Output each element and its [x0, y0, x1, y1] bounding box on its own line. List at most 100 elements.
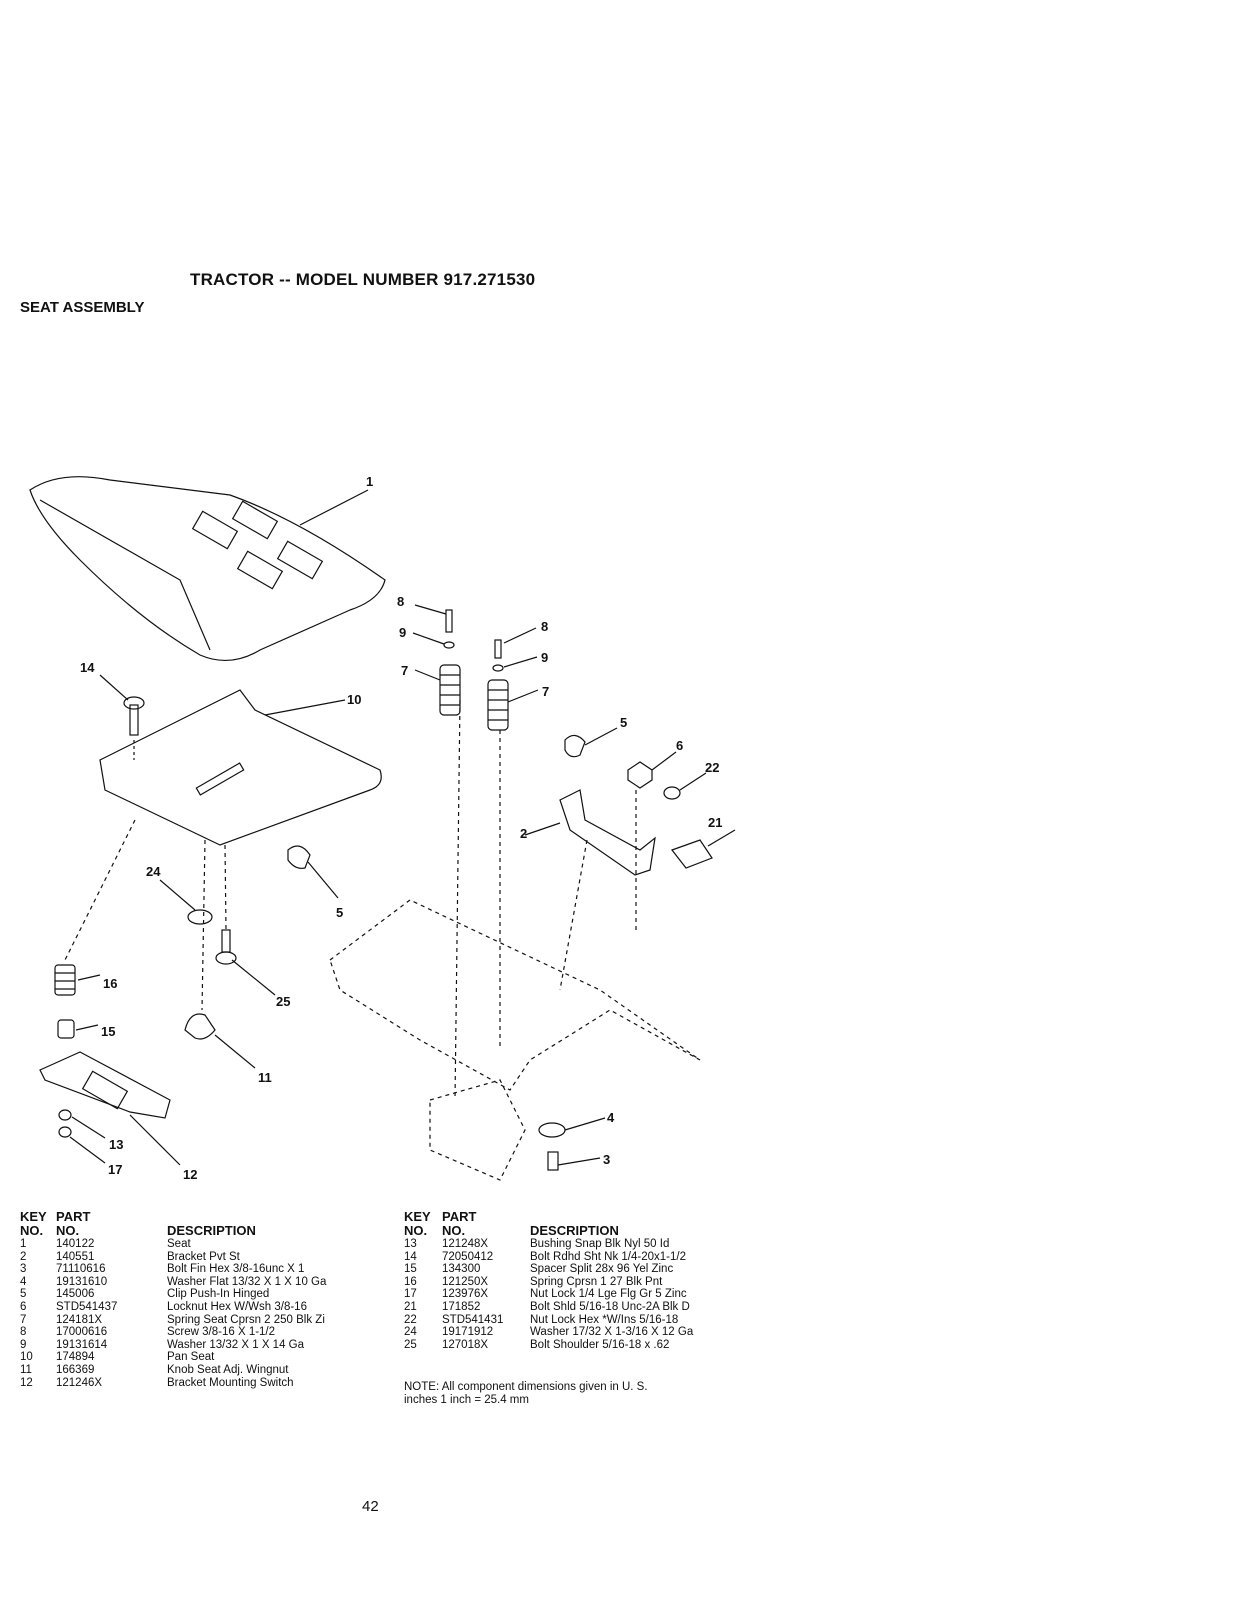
description: Knob Seat Adj. Wingnut: [167, 1363, 289, 1376]
callout-4: 4: [607, 1110, 615, 1125]
table-header-row-1: KEY PART: [404, 1209, 477, 1224]
part-no: 72050412: [442, 1250, 494, 1263]
knob-11-part: [184, 1013, 216, 1040]
description: Screw 3/8-16 X 1-1/2: [167, 1326, 276, 1339]
part-no: 166369: [56, 1363, 95, 1376]
key-no: 15: [404, 1263, 417, 1276]
part-no: 121246X: [56, 1376, 103, 1389]
spring-16-part: [54, 964, 76, 996]
callout-24: 24: [146, 864, 161, 879]
key-no: 9: [20, 1338, 27, 1351]
section-title: SEAT ASSEMBLY: [20, 299, 145, 316]
note-line-2: inches 1 inch = 25.4 mm: [404, 1394, 529, 1406]
callout-8a: 8: [397, 594, 404, 609]
callout-9b: 9: [541, 650, 548, 665]
dimension-note: NOTE: All component dimensions given in …: [404, 1381, 744, 1407]
bolt-21-part: [671, 839, 713, 869]
key-no: 11: [20, 1363, 32, 1376]
key-no: 12: [20, 1376, 33, 1389]
description: Bolt Fin Hex 3/8-16unc X 1: [167, 1263, 305, 1276]
bolt-3-part: [547, 1151, 559, 1171]
page-title: TRACTOR -- MODEL NUMBER 917.271530: [190, 270, 536, 289]
table-row: 14 72050412 Bolt Rdhd Sht Nk 1/4-20x1-1/2: [404, 1251, 744, 1264]
clip-5-part: [564, 734, 586, 758]
description: Washer 17/32 X 1-3/16 X 12 Ga: [530, 1326, 694, 1339]
key-no: 24: [404, 1326, 417, 1339]
key-no: 17: [404, 1288, 417, 1301]
callout-5a: 5: [620, 715, 627, 730]
part-no: 124181X: [56, 1313, 103, 1326]
key-no: 25: [404, 1338, 417, 1351]
seat-part: [29, 476, 386, 662]
key-no: 5: [20, 1288, 27, 1301]
callout-2: 2: [520, 826, 527, 841]
clip-5-lower-part: [287, 845, 311, 869]
callout-22: 22: [705, 760, 719, 775]
exploded-diagram: 1 8 9 8 9 7 7 14 10 5 6 22 21 2 24 5 16 …: [29, 474, 736, 1182]
table-row: 11 166369 Knob Seat Adj. Wingnut: [20, 1364, 400, 1377]
part-no: 19171912: [442, 1326, 494, 1339]
key-no: 10: [20, 1351, 33, 1364]
key-no: 2: [20, 1250, 27, 1263]
bolt-25-part: [221, 929, 231, 953]
spacer-15-part: [57, 1019, 75, 1039]
description: Bolt Rdhd Sht Nk 1/4-20x1-1/2: [530, 1250, 686, 1263]
part-no: 19131614: [56, 1338, 108, 1351]
description: Bracket Mounting Switch: [167, 1376, 294, 1389]
table-row: 15 134300 Spacer Split 28x 96 Yel Zinc: [404, 1263, 744, 1276]
frame-part: [329, 899, 701, 1091]
part-no: STD541431: [442, 1313, 504, 1326]
locknut-6-part: [627, 761, 653, 789]
callout-1: 1: [366, 474, 373, 489]
table-row: 4 19131610 Washer Flat 13/32 X 1 X 10 Ga: [20, 1276, 400, 1289]
description: Bushing Snap Blk Nyl 50 Id: [530, 1238, 670, 1250]
part-no: 19131610: [56, 1275, 108, 1288]
part-no: 121250X: [442, 1275, 489, 1288]
description: Spacer Split 28x 96 Yel Zinc: [530, 1263, 674, 1276]
part-no: 171852: [442, 1300, 481, 1313]
note-line-1: NOTE: All component dimensions given in …: [404, 1381, 648, 1393]
key-no: 21: [404, 1300, 417, 1313]
callout-25: 25: [276, 994, 290, 1009]
key-no: 14: [404, 1250, 417, 1263]
callout-3: 3: [603, 1152, 610, 1167]
part-no: 134300: [442, 1263, 481, 1276]
callout-13: 13: [109, 1137, 123, 1152]
table-header-row-2: NO. NO. DESCRIPTION: [404, 1223, 619, 1238]
callout-21: 21: [708, 815, 722, 830]
callout-11: 11: [258, 1070, 272, 1085]
callout-9a: 9: [399, 625, 406, 640]
callout-17: 17: [108, 1162, 122, 1177]
key-no: 4: [20, 1275, 27, 1288]
switch-bracket-12-part: [39, 1051, 171, 1119]
seat-pan-part: [99, 689, 382, 846]
table-row: 24 19171912 Washer 17/32 X 1-3/16 X 12 Ga: [404, 1326, 744, 1339]
description: Washer Flat 13/32 X 1 X 10 Ga: [167, 1275, 327, 1288]
key-no: 16: [404, 1275, 417, 1288]
table-header-row-2: NO. NO. DESCRIPTION: [20, 1223, 256, 1238]
table-row: 12 121246X Bracket Mounting Switch: [20, 1377, 400, 1390]
bolt-14-part: [129, 704, 139, 736]
page-number: 42: [362, 1498, 379, 1515]
key-no: 8: [20, 1326, 27, 1339]
callout-7b: 7: [542, 684, 549, 699]
part-no: 140122: [56, 1238, 95, 1250]
part-no: 174894: [56, 1351, 95, 1364]
part-no: 123976X: [442, 1288, 489, 1301]
description: Seat: [167, 1238, 191, 1250]
nut-22-part: [663, 786, 681, 800]
callout-14: 14: [80, 660, 95, 675]
